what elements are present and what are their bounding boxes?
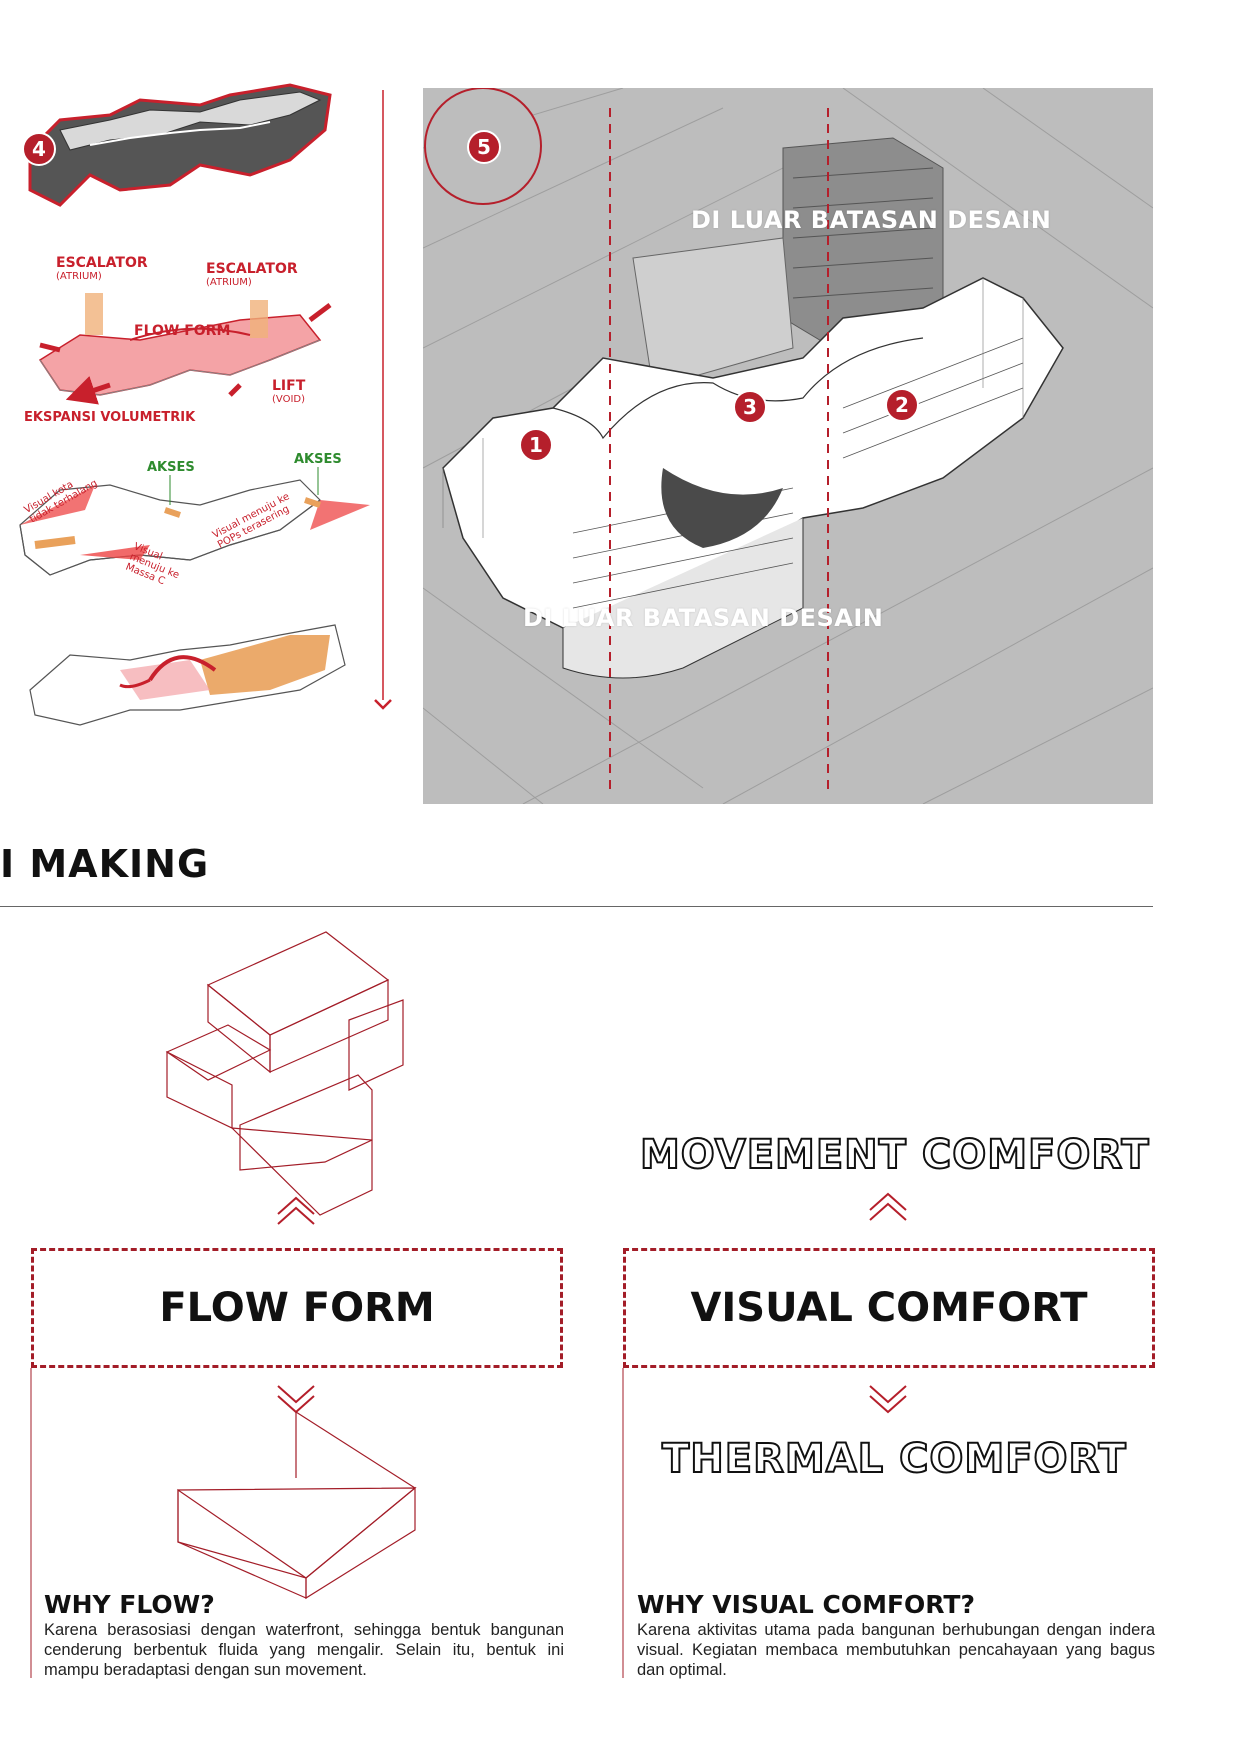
section-divider — [0, 906, 1153, 907]
akses-label-right: AKSES — [294, 452, 342, 467]
escalator-left-title: ESCALATOR — [56, 255, 148, 271]
ekspansi-label: EKSPANSI VOLUMETRIK — [24, 410, 195, 425]
diagram-4-building — [30, 85, 330, 205]
chevron-down-icon — [278, 1386, 314, 1412]
movement-comfort-title: MOVEMENT COMFORT — [640, 1132, 1150, 1178]
escalator-label-left: ESCALATOR (ATRIUM) — [56, 255, 148, 282]
flow-wedge-drawing — [178, 1412, 415, 1598]
lift-label: LIFT (VOID) — [272, 378, 305, 405]
thermal-comfort-title: THERMAL COMFORT — [662, 1436, 1127, 1482]
escalator-right-title: ESCALATOR — [206, 261, 298, 277]
flow-blocks-isometric — [167, 932, 403, 1215]
akses-label-left: AKSES — [147, 460, 195, 475]
section-title: I MAKING — [0, 842, 209, 886]
flow-form-label: FLOW FORM — [134, 323, 230, 339]
escalator-label-right: ESCALATOR (ATRIUM) — [206, 261, 298, 288]
chevron-up-icon — [870, 1194, 906, 1220]
escalator-left-sub: (ATRIUM) — [56, 271, 148, 282]
why-flow-title: WHY FLOW? — [44, 1590, 215, 1619]
chevron-down-icon — [375, 700, 391, 708]
why-flow-body: Karena berasosiasi dengan waterfront, se… — [44, 1620, 564, 1680]
visual-comfort-box: VISUAL COMFORT — [623, 1248, 1155, 1368]
flow-form-box: FLOW FORM — [31, 1248, 563, 1368]
mass-3-badge: 3 — [733, 390, 767, 424]
why-visual-title: WHY VISUAL COMFORT? — [637, 1590, 975, 1619]
escalator-right-sub: (ATRIUM) — [206, 277, 298, 288]
step-5-badge: 5 — [467, 130, 501, 164]
diagram-base-form — [30, 625, 345, 725]
why-visual-body: Karena aktivitas utama pada bangunan ber… — [637, 1620, 1155, 1680]
chevron-down-icon — [870, 1386, 906, 1412]
chevron-up-icon — [278, 1198, 314, 1224]
lift-title: LIFT — [272, 378, 305, 394]
mass-2-badge: 2 — [885, 388, 919, 422]
lift-sub: (VOID) — [272, 394, 305, 405]
step-4-badge: 4 — [22, 132, 56, 166]
main-axonometric-panel: 5 DI LUAR BATASAN DESAIN DI LUAR BATASAN… — [423, 88, 1153, 804]
outside-boundary-label-top: DI LUAR BATASAN DESAIN — [691, 206, 1051, 234]
left-diagram-stack — [0, 0, 400, 760]
mass-1-badge: 1 — [519, 428, 553, 462]
outside-boundary-label-bottom: DI LUAR BATASAN DESAIN — [523, 604, 883, 632]
